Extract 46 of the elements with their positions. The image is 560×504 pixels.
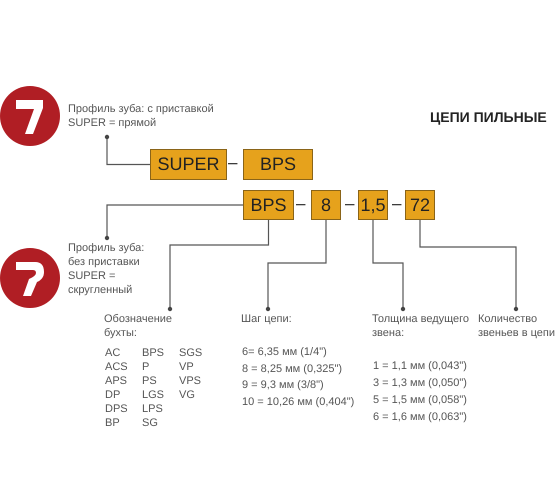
caption-text: Количество звеньев в цепи bbox=[478, 312, 556, 340]
separator-dash: – bbox=[296, 197, 306, 211]
reel-code: DP bbox=[105, 388, 120, 402]
leader-line bbox=[419, 220, 518, 312]
reel-code: SGS bbox=[179, 346, 202, 360]
separator-dash: – bbox=[228, 156, 238, 170]
separator-dash: – bbox=[345, 197, 354, 211]
leader-line bbox=[104, 204, 243, 240]
pitch-value: 10 = 10,26 мм (0,404") bbox=[242, 394, 354, 408]
caption-text: Профиль зуба: с приставкой SUPER = прямой bbox=[68, 102, 215, 130]
reel-code: LPS bbox=[142, 402, 163, 416]
reel-code: DPS bbox=[105, 402, 128, 416]
reel-code: P bbox=[142, 360, 150, 374]
reel-code: VPS bbox=[179, 374, 202, 388]
reel-code: AC bbox=[105, 346, 120, 360]
gauge-value: 6 = 1,6 мм (0,063") bbox=[373, 410, 467, 424]
code-segment-box: BPS bbox=[243, 149, 313, 180]
reel-code: SG bbox=[142, 416, 158, 430]
reel-code: BPS bbox=[142, 346, 164, 360]
code-segment-box: 72 bbox=[405, 190, 435, 220]
leader-line bbox=[104, 134, 150, 166]
reel-code: BP bbox=[105, 416, 120, 430]
reel-code: VP bbox=[179, 360, 194, 374]
reel-code: ACS bbox=[105, 360, 128, 374]
code-segment-box: 8 bbox=[311, 190, 341, 220]
reel-code: APS bbox=[105, 374, 128, 388]
reel-code: LGS bbox=[142, 388, 164, 402]
leader-line bbox=[372, 220, 406, 312]
pitch-value: 8 = 8,25 мм (0,325") bbox=[242, 362, 342, 376]
caption-text: Профиль зуба: без приставки SUPER = скругленный bbox=[68, 241, 146, 297]
pitch-value: 9 = 9,3 мм (3/8") bbox=[242, 378, 324, 392]
pitch-value: 6= 6,35 мм (1/4") bbox=[242, 345, 327, 359]
code-segment-box: 1,5 bbox=[358, 190, 388, 220]
caption-text: Обозначение бухты: bbox=[104, 312, 174, 340]
leader-line bbox=[266, 220, 327, 312]
gauge-value: 3 = 1,3 мм (0,050") bbox=[373, 376, 467, 390]
gauge-value: 1 = 1,1 мм (0,043") bbox=[373, 359, 467, 373]
gauge-value: 5 = 1,5 мм (0,058") bbox=[373, 393, 467, 407]
leader-line bbox=[168, 220, 270, 312]
reel-code: VG bbox=[179, 388, 195, 402]
product-heading: ЦЕПИ ПИЛЬНЫЕ bbox=[430, 110, 547, 124]
reel-code: PS bbox=[142, 374, 157, 388]
separator-dash: – bbox=[392, 197, 402, 211]
code-segment-box: SUPER bbox=[150, 149, 227, 180]
caption-text: Шаг цепи: bbox=[241, 312, 293, 326]
code-segment-box: BPS bbox=[243, 190, 294, 220]
